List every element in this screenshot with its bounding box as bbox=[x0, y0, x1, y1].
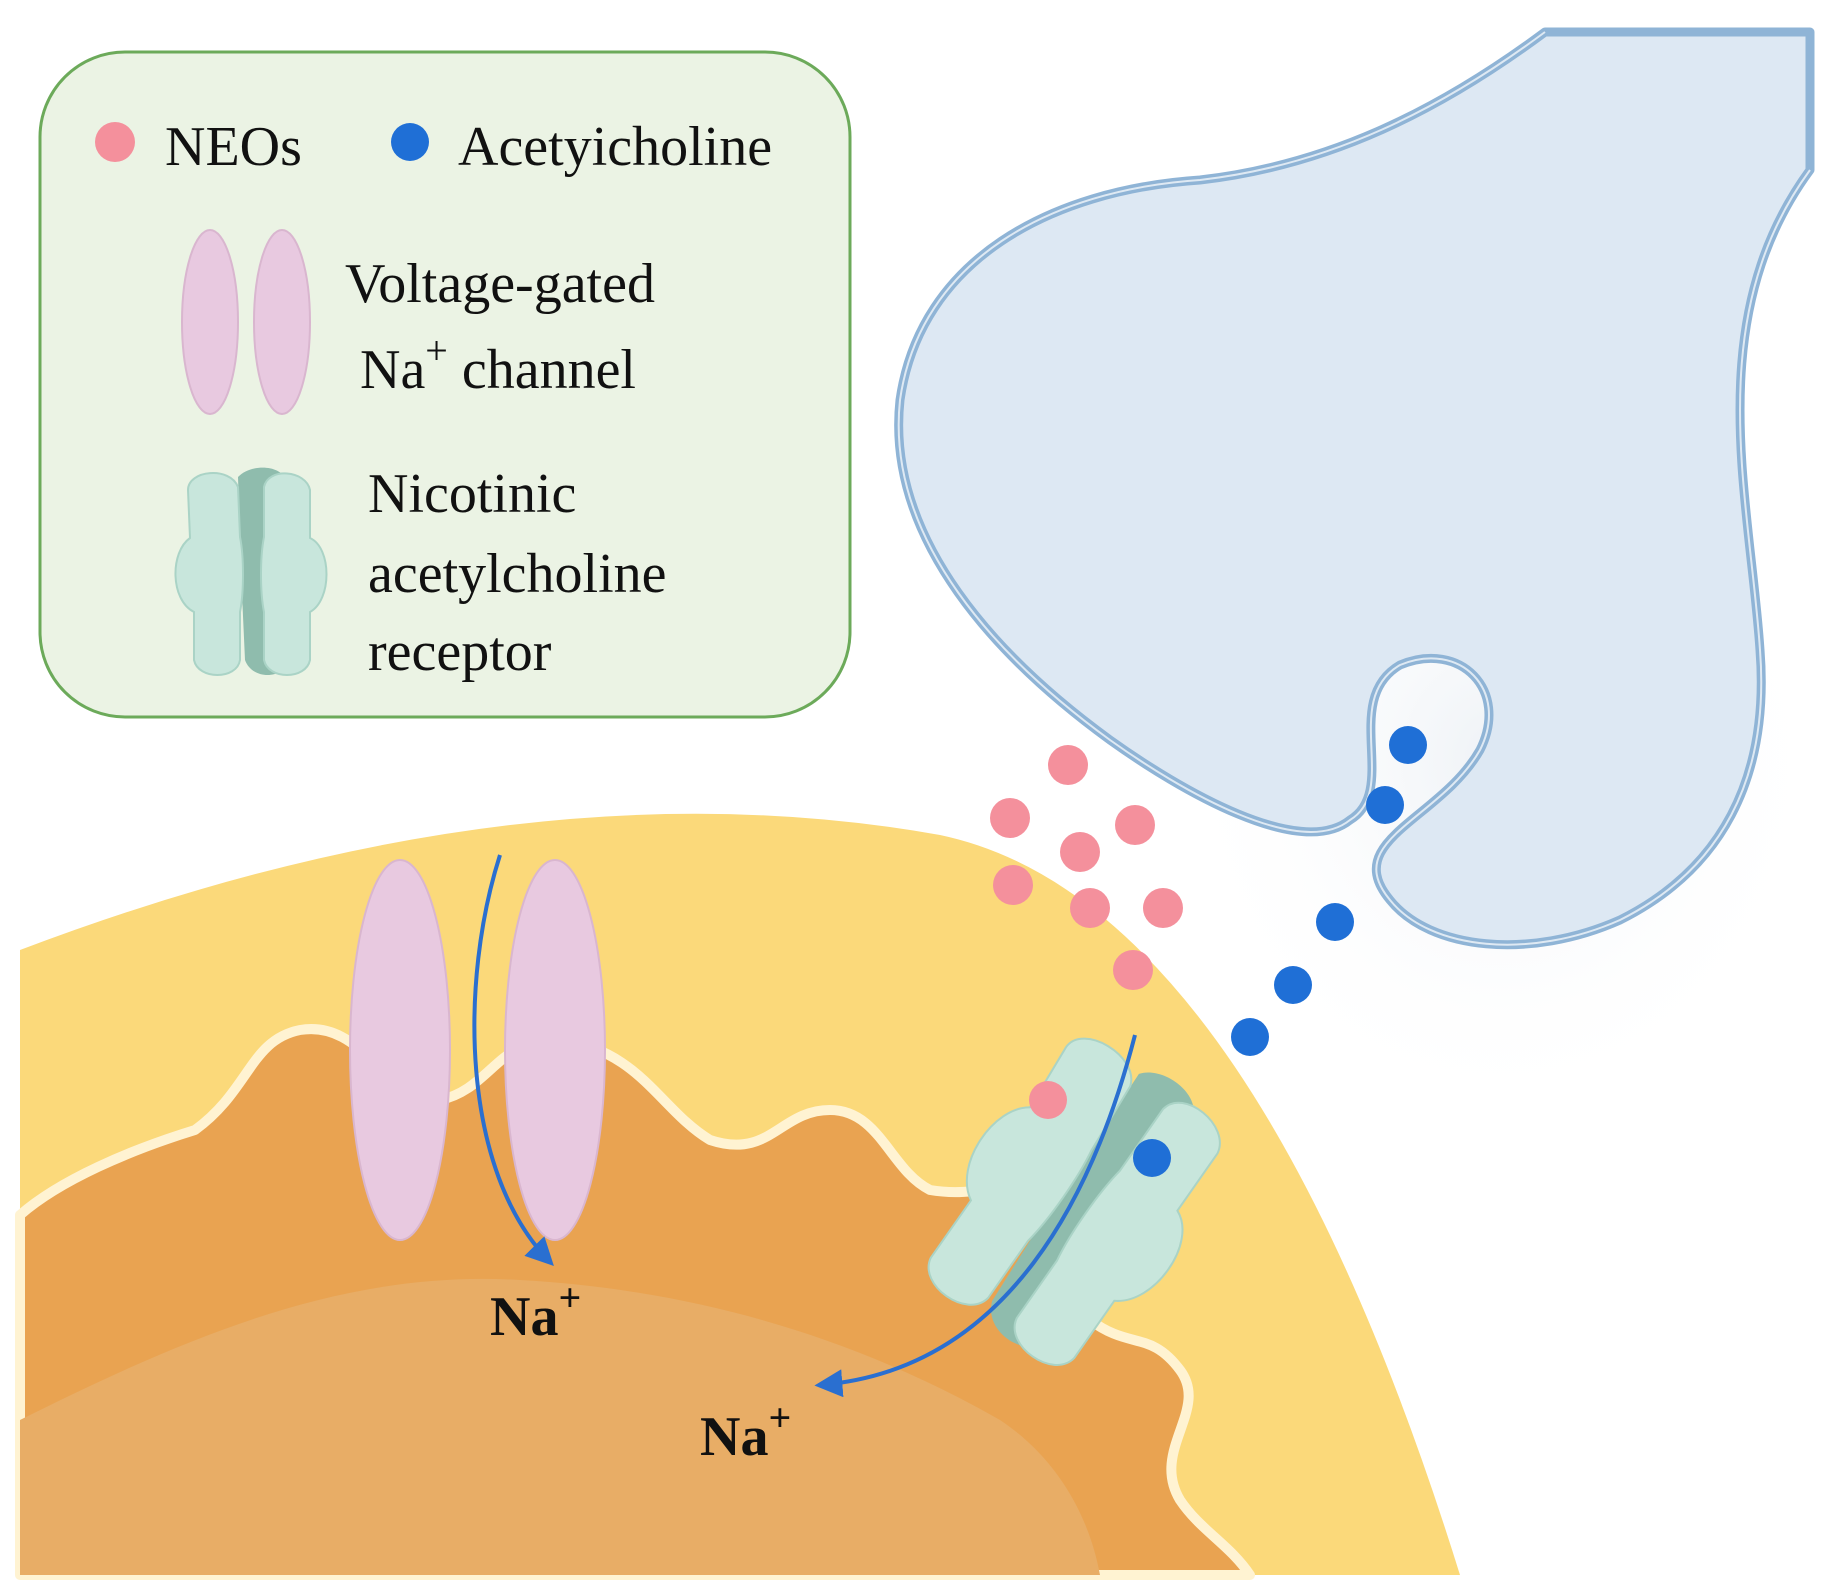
neos-dot bbox=[1048, 745, 1088, 785]
legend-nachr-icon-right bbox=[260, 472, 328, 676]
acetylcholine-dot bbox=[1389, 726, 1427, 764]
acetylcholine-dot bbox=[1316, 903, 1354, 941]
legend: NEOs Acetyicholine Voltage-gated Na+ cha… bbox=[38, 50, 852, 719]
nachr-bound-acetylcholine-dot bbox=[1133, 1139, 1171, 1177]
neuron-terminal-inner-line bbox=[897, 31, 1811, 946]
legend-acetylcholine-swatch bbox=[391, 123, 429, 161]
legend-acetylcholine-label: Acetyicholine bbox=[458, 116, 772, 178]
vgsc-na-flow-arrow bbox=[472, 854, 554, 1267]
legend-vgsc-icon-right bbox=[253, 229, 311, 415]
legend-nachr-label-line3: receptor bbox=[368, 621, 552, 683]
neos-dot bbox=[993, 865, 1033, 905]
acetylcholine-dots bbox=[1231, 726, 1427, 1056]
vgsc-on-membrane bbox=[349, 854, 606, 1267]
legend-nachr-label-line1: Nicotinic bbox=[368, 463, 576, 525]
legend-vgsc-label-line1: Voltage-gated bbox=[345, 253, 655, 315]
neos-dot bbox=[990, 798, 1030, 838]
na-ion-label-left: Na+ bbox=[490, 1275, 581, 1348]
neos-dot bbox=[1113, 950, 1153, 990]
neos-dot bbox=[1070, 888, 1110, 928]
nachr-na-flow-arrow bbox=[814, 1034, 1137, 1398]
nachr-on-membrane bbox=[927, 1037, 1221, 1366]
cell-inner-core bbox=[20, 1278, 1100, 1575]
nachr-right-subunit bbox=[1013, 1101, 1221, 1366]
acetylcholine-dot bbox=[1231, 1018, 1269, 1056]
legend-vgsc-label-line2: Na+ channel bbox=[360, 328, 636, 401]
legend-vgsc-icon-left bbox=[181, 229, 239, 415]
neos-dot bbox=[1060, 832, 1100, 872]
legend-nachr-icon-left bbox=[174, 472, 244, 676]
vgsc-left-subunit bbox=[349, 859, 451, 1241]
na-ion-label-right: Na+ bbox=[700, 1395, 791, 1468]
neos-dot bbox=[1115, 805, 1155, 845]
vgsc-right-subunit bbox=[504, 859, 606, 1241]
acetylcholine-dot bbox=[1274, 966, 1312, 1004]
legend-nachr-label-line2: acetylcholine bbox=[368, 543, 667, 605]
neos-dot bbox=[1143, 888, 1183, 928]
legend-neos-swatch bbox=[95, 122, 135, 162]
legend-neos-label: NEOs bbox=[165, 116, 302, 178]
legend-nachr-icon bbox=[174, 467, 328, 676]
nachr-bound-neo-dot bbox=[1029, 1081, 1067, 1119]
neos-dots bbox=[990, 745, 1183, 990]
neuron-terminal-membrane bbox=[894, 27, 1815, 950]
acetylcholine-dot bbox=[1366, 786, 1404, 824]
